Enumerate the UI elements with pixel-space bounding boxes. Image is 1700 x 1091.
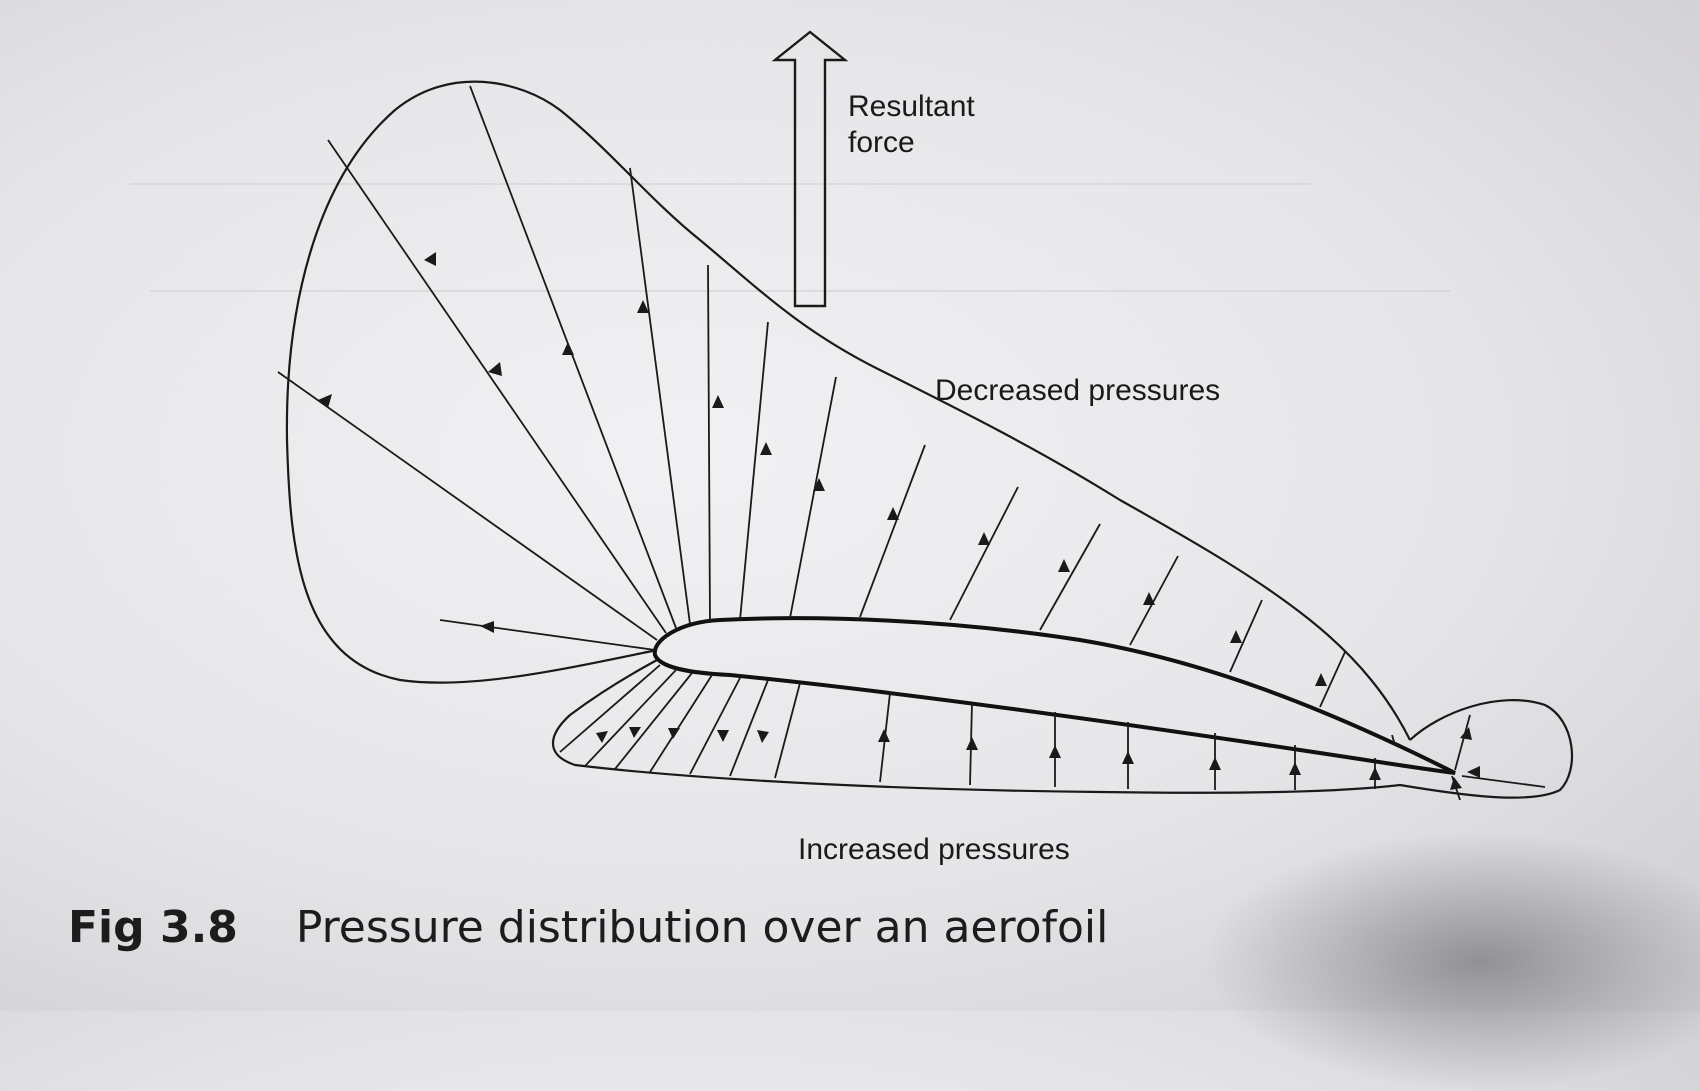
arrowhead [1143, 592, 1155, 605]
arrowhead [1209, 757, 1221, 770]
pressure-arrow [469, 85, 677, 629]
arrowhead [1315, 673, 1327, 686]
arrowhead [878, 729, 890, 742]
pressure-arrow [629, 167, 691, 625]
pressure-arrow [1319, 651, 1346, 708]
arrowhead [480, 621, 494, 633]
arrowhead [596, 731, 608, 743]
pressure-arrow [774, 682, 801, 779]
arrowhead [424, 252, 436, 266]
arrowhead [1049, 745, 1061, 758]
pressure-arrow [1461, 775, 1546, 788]
arrowhead [978, 532, 990, 545]
arrowhead [637, 300, 649, 313]
arrowhead [1230, 630, 1242, 643]
pressure-arrow [614, 672, 693, 770]
pressure-arrow [1391, 734, 1396, 746]
decreased-pressure-arrows [277, 85, 1396, 746]
pressure-arrow [1039, 523, 1101, 631]
arrowhead [1467, 766, 1480, 778]
increased-pressure-arrows [559, 664, 1546, 801]
decreased-pressures-label: Decreased pressures [935, 374, 1221, 407]
pressure-arrow [559, 664, 661, 753]
arrowhead [1122, 751, 1134, 764]
pressure-arrow [859, 444, 926, 618]
pressure-arrow [729, 679, 769, 777]
pressure-arrow [1129, 555, 1179, 646]
arrowhead [562, 342, 574, 355]
arrowhead [717, 730, 729, 742]
bleed-line [150, 290, 1450, 292]
pressure-arrow [707, 264, 711, 623]
book-page: Resultant force Decreased pressures Incr… [68, 30, 1700, 1091]
pressure-distribution-diagram [277, 30, 1574, 801]
pressure-arrow [789, 376, 837, 619]
resultant-force-label: Resultant force [848, 89, 975, 161]
pressure-arrow [649, 674, 713, 773]
arrowhead [1058, 559, 1070, 572]
pressure-arrow [1229, 599, 1263, 673]
resultant-force-arrow [771, 30, 849, 308]
aerofoil-section [652, 616, 1456, 775]
pressure-arrow [327, 139, 667, 634]
arrowhead [629, 727, 641, 738]
arrowhead [712, 395, 724, 408]
figure-number: Fig 3.8 [68, 902, 238, 953]
lower-pressure-envelope [551, 659, 1574, 799]
figure-caption: Fig 3.8 Pressure distribution over an aer… [68, 902, 1108, 953]
arrowhead [668, 728, 680, 739]
arrowhead [966, 737, 978, 750]
arrowhead [760, 442, 772, 455]
arrowhead [488, 362, 502, 376]
increased-pressure-arrowheads [596, 727, 1480, 790]
arrowhead [757, 730, 769, 743]
arrowhead [813, 478, 825, 491]
resultant-force-label-line1: Resultant [848, 90, 975, 123]
decreased-pressure-arrowheads [318, 252, 1327, 686]
arrowhead [1450, 777, 1462, 790]
pressure-arrow [689, 677, 741, 775]
pressure-arrow [584, 669, 677, 767]
bleed-line [130, 183, 1310, 185]
arrowhead [1369, 767, 1381, 780]
arrowhead [318, 394, 332, 408]
resultant-force-label-line2: force [848, 126, 915, 159]
pressure-arrow [949, 486, 1019, 621]
pressure-arrow [739, 321, 769, 621]
pressure-arrow [277, 371, 658, 641]
arrowhead [1289, 762, 1301, 775]
pressure-arrow [439, 619, 656, 651]
pressure-arrow [1454, 714, 1471, 771]
increased-pressures-label: Increased pressures [798, 833, 1070, 866]
upper-pressure-envelope [285, 80, 1411, 741]
arrowhead [1460, 727, 1472, 740]
figure-title: Pressure distribution over an aerofoil [295, 902, 1109, 953]
arrowhead [887, 507, 899, 520]
